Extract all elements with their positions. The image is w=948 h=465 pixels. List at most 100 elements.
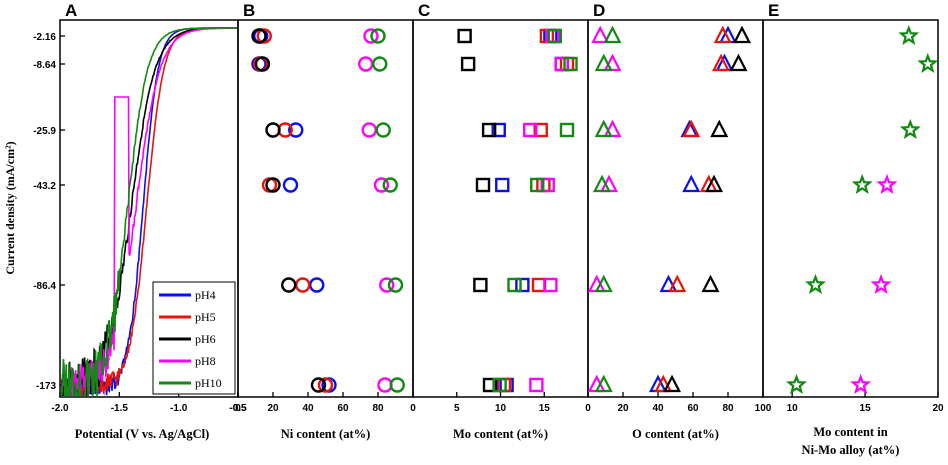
point-c-ph6 — [457, 28, 472, 44]
point-c-ph8 — [529, 377, 544, 393]
panel-frame-c — [412, 19, 589, 398]
point-c-ph8 — [523, 122, 538, 138]
point-e-ph10 — [805, 273, 826, 295]
point-b-ph10 — [370, 28, 386, 44]
x-axis-title: Mo content (at%) — [453, 427, 548, 441]
x-tick-label: -1.0 — [170, 403, 188, 414]
point-c-ph10 — [530, 177, 545, 193]
point-c-ph6 — [473, 277, 488, 293]
legend-label-ph10: pH10 — [195, 376, 222, 390]
point-d-ph5 — [682, 119, 701, 138]
point-c-ph5 — [533, 122, 548, 138]
point-d-ph10 — [594, 53, 613, 72]
x-axis-title: Potential (V vs. Ag/AgCl) — [75, 427, 210, 441]
x-tick-label: 10 — [787, 403, 799, 414]
point-c-ph10 — [559, 122, 575, 138]
y-tick-label: -8.64 — [33, 60, 56, 71]
y-tick-label: -25.9 — [33, 126, 56, 137]
x-tick-label: 0 — [410, 403, 416, 414]
point-b-ph10 — [375, 122, 391, 138]
x-axis-title-line1: Mo content in — [813, 425, 887, 439]
point-c-ph8 — [540, 177, 555, 193]
point-b-ph8 — [379, 277, 395, 293]
point-c-ph4 — [491, 122, 506, 138]
panel-label-b: B — [243, 1, 255, 20]
legend-box: pH4 pH5 pH6 pH8 pH10 — [152, 281, 236, 395]
point-b-ph10 — [389, 377, 405, 393]
point-d-ph8 — [591, 25, 610, 44]
point-d-ph5 — [713, 25, 732, 44]
point-c-ph6 — [475, 177, 491, 193]
point-c-ph4 — [495, 177, 510, 193]
point-b-ph5 — [295, 277, 311, 293]
point-e-ph10 — [899, 118, 921, 140]
y-tick-label: -43.2 — [33, 181, 56, 192]
x-axis-title: O content (at%) — [632, 427, 719, 441]
x-tick-label: 15 — [539, 403, 551, 414]
y-tick-label: -2.16 — [33, 32, 56, 43]
x-tick-label: 0 — [585, 403, 591, 414]
panel-frame-d — [587, 19, 764, 398]
point-d-ph5 — [668, 274, 687, 293]
point-b-ph6 — [281, 277, 297, 293]
x-tick-label: 5 — [454, 403, 460, 414]
point-d-ph5 — [711, 53, 731, 72]
x-axis-title: Ni content (at%) — [281, 427, 371, 441]
point-b-ph8 — [358, 56, 374, 72]
x-tick-label: 20 — [267, 403, 279, 414]
point-e-ph10 — [898, 24, 920, 46]
legend-label-ph5: pH5 — [195, 310, 216, 324]
point-d-ph6 — [701, 274, 720, 293]
panel-label-c: C — [418, 1, 430, 20]
legend-label-ph8: pH8 — [195, 354, 216, 368]
point-b-ph10 — [382, 177, 398, 193]
point-b-ph4 — [282, 177, 299, 193]
point-e-ph8 — [850, 373, 872, 395]
point-e-ph10 — [917, 52, 939, 74]
panel-frame-b — [237, 19, 414, 398]
point-d-ph10 — [594, 374, 613, 393]
point-e-ph8 — [870, 273, 892, 295]
point-d-ph10 — [594, 274, 613, 293]
y-tick-label: -86.4 — [33, 281, 56, 292]
point-e-ph10 — [786, 373, 808, 395]
point-c-ph8 — [554, 56, 569, 72]
point-c-ph10 — [507, 277, 522, 293]
legend-label-ph4: pH4 — [195, 288, 216, 302]
x-tick-label: 15 — [860, 403, 872, 414]
point-b-ph5 — [256, 28, 272, 44]
x-tick-label: 80 — [372, 403, 384, 414]
point-d-ph4 — [682, 174, 701, 193]
x-tick-label: 60 — [687, 403, 699, 414]
point-b-ph4 — [288, 122, 304, 138]
point-d-ph10 — [592, 174, 612, 193]
legend-label-ph6: pH6 — [195, 332, 216, 346]
panel-label-a: A — [65, 1, 77, 20]
point-b-ph8 — [363, 28, 379, 44]
point-b-ph6 — [254, 56, 271, 72]
x-tick-label: 40 — [302, 403, 314, 414]
point-e-ph8 — [876, 173, 898, 195]
x-tick-label: -2.0 — [51, 403, 69, 414]
point-b-ph8 — [373, 177, 390, 193]
point-b-ph6 — [265, 122, 281, 138]
x-tick-label: 60 — [337, 403, 349, 414]
point-c-ph10 — [547, 28, 562, 44]
point-d-ph6 — [710, 119, 729, 138]
x-tick-label: 0 — [235, 403, 241, 414]
panel-label-e: E — [768, 1, 779, 20]
panel-frame-e — [762, 19, 939, 398]
point-d-ph4 — [659, 274, 678, 293]
point-b-ph10 — [372, 56, 388, 72]
x-axis-title-line2: Ni-Mo alloy (at%) — [802, 443, 900, 457]
curve-ph10 — [61, 27, 237, 396]
x-tick-label: 40 — [652, 403, 664, 414]
point-c-ph4 — [515, 277, 530, 293]
point-b-ph5 — [317, 377, 334, 393]
x-tick-label: -1.5 — [111, 403, 129, 414]
point-b-ph4 — [309, 277, 325, 293]
point-c-ph6 — [482, 377, 498, 393]
point-d-ph8 — [603, 53, 622, 72]
point-c-ph10 — [563, 56, 578, 72]
